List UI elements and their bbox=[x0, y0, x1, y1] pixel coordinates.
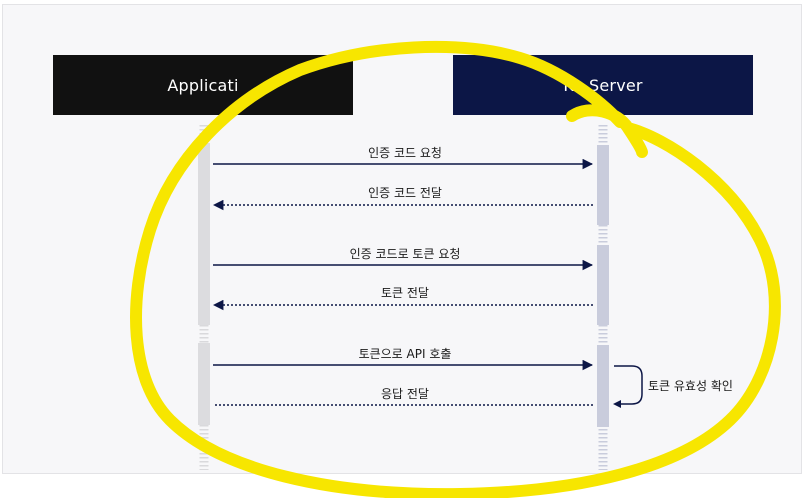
server-activation-1 bbox=[597, 145, 609, 225]
message-label-1: 인증 코드 요청 bbox=[368, 146, 442, 160]
actor-server: Ka Server bbox=[453, 55, 753, 115]
actor-application-label: Applicati bbox=[167, 75, 239, 95]
self-check-label: 토큰 유효성 확인 bbox=[648, 379, 733, 393]
server-activation-3 bbox=[597, 345, 609, 427]
server-activation-2 bbox=[597, 245, 609, 325]
self-check-arrowhead bbox=[613, 400, 621, 408]
message-label-5: 토큰으로 API 호출 bbox=[359, 347, 452, 361]
self-check-bracket bbox=[614, 365, 643, 405]
message-label-6: 응답 전달 bbox=[381, 387, 429, 401]
message-label-4: 토큰 전달 bbox=[381, 286, 429, 300]
message-label-2: 인증 코드 전달 bbox=[368, 186, 442, 200]
app-activation-2 bbox=[198, 343, 210, 425]
app-activation-1 bbox=[198, 143, 210, 325]
message-label-3: 인증 코드로 토큰 요청 bbox=[350, 247, 461, 261]
highlight-ring bbox=[130, 41, 781, 498]
